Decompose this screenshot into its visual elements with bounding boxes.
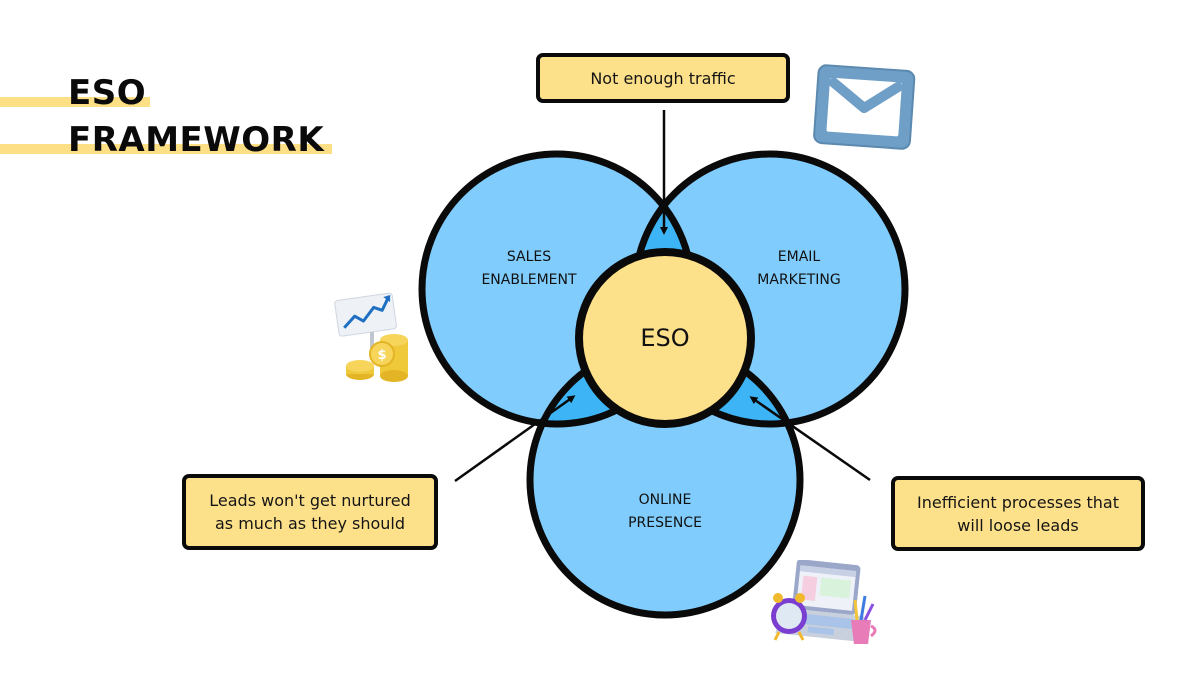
- eso-center-circle: [575, 248, 755, 428]
- email-label-line-1: EMAIL: [778, 249, 821, 265]
- callout-left-text: Leads won't get nurtured as much as they…: [209, 491, 411, 533]
- sales-label-line-2: ENABLEMENT: [481, 272, 577, 288]
- laptop-clock-icon: [771, 560, 877, 644]
- eso-center-label: ESO: [640, 324, 689, 352]
- callout-right-text: Inefficient processes that will loose le…: [917, 492, 1119, 535]
- title-line-2: FRAMEWORK: [68, 120, 325, 160]
- overlap-sales-online: [530, 345, 692, 424]
- online-label-line-2: PRESENCE: [628, 515, 702, 531]
- arrow-right: [749, 396, 871, 482]
- sales-label-line-1: SALES: [507, 249, 551, 265]
- title-line-1: ESO: [68, 73, 147, 113]
- envelope-icon: [813, 64, 916, 150]
- online-label-line-1: ONLINE: [639, 492, 692, 508]
- venn-overlaps: [530, 154, 800, 424]
- callout-leads-not-nurtured: Leads won't get nurtured as much as they…: [182, 474, 438, 550]
- growth-chart-coins-icon: $: [334, 292, 408, 382]
- callout-inefficient-processes: Inefficient processes that will loose le…: [891, 476, 1145, 551]
- framework-title: ESO FRAMEWORK: [0, 70, 360, 170]
- overlap-email-online: [635, 345, 800, 424]
- callout-not-enough-traffic: Not enough traffic: [536, 53, 790, 103]
- title-highlight-bar: [0, 97, 150, 107]
- svg-text:$: $: [377, 348, 386, 363]
- email-label-line-2: MARKETING: [757, 272, 840, 288]
- arrow-left: [454, 395, 576, 483]
- title-highlight-bar: [0, 144, 332, 154]
- callout-top-text: Not enough traffic: [590, 68, 736, 88]
